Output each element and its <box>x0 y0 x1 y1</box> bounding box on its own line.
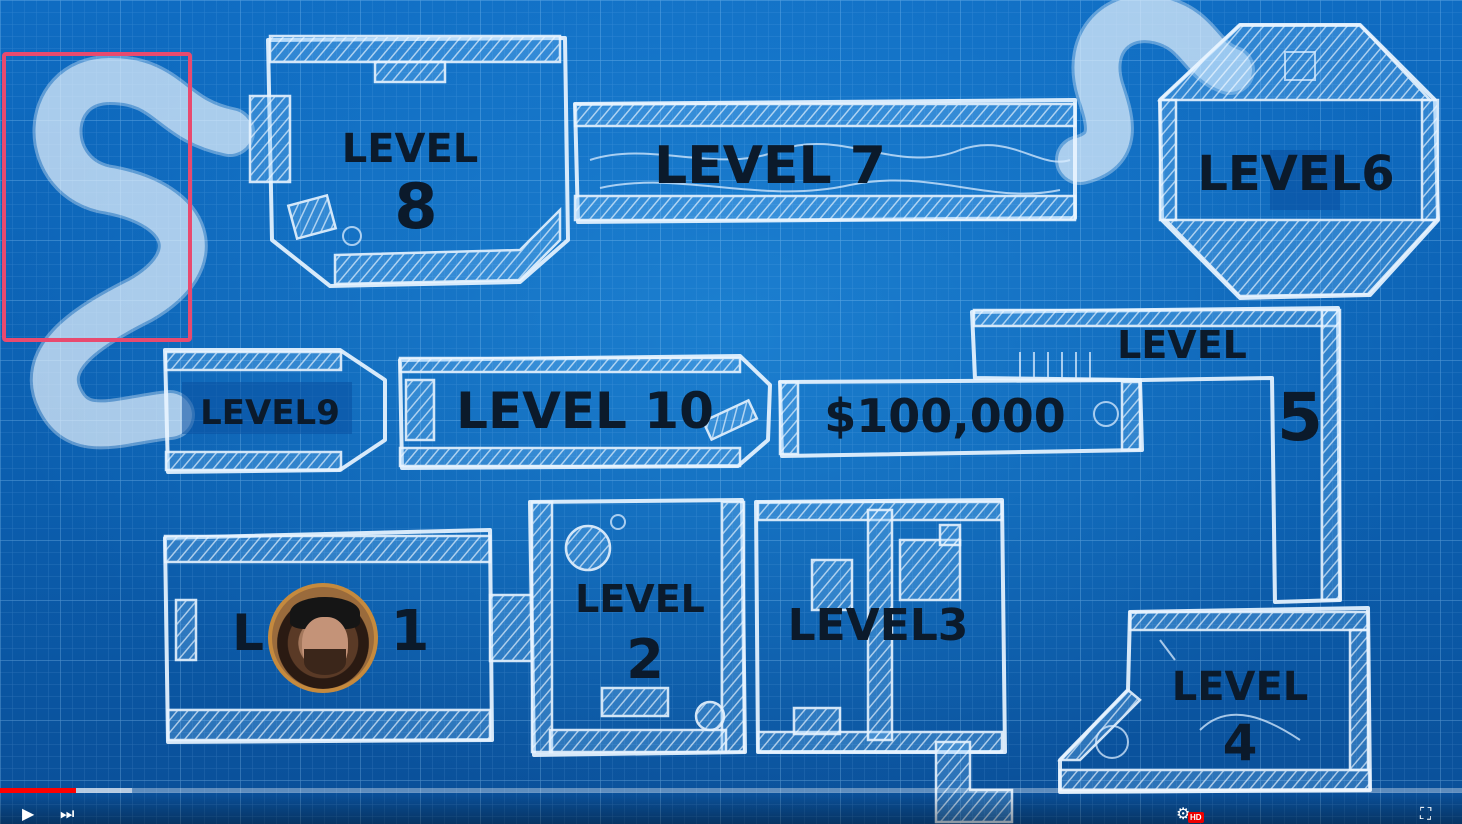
room-prize: $100,000 <box>778 378 1144 458</box>
player-avatar <box>268 583 378 693</box>
video-progress-bar[interactable] <box>0 788 1462 793</box>
level-4-label-top: LEVEL <box>1172 664 1309 710</box>
room-level-10: LEVEL 10 <box>398 354 772 470</box>
level-7-label: LEVEL 7 <box>654 136 886 196</box>
connector-pipe <box>934 740 1014 824</box>
level-3-label: LEVEL3 <box>788 600 969 651</box>
snake-tube-right <box>1058 0 1252 182</box>
snake-tube-left <box>32 57 252 447</box>
level-5-label-number: 5 <box>1277 379 1323 456</box>
highlight-box <box>2 52 192 342</box>
room-level-6: LEVEL6 <box>1156 23 1440 300</box>
level-2-label-number: 2 <box>626 628 664 691</box>
level-1-label-number: 1 <box>391 599 430 664</box>
next-icon[interactable]: ⏭ <box>60 806 75 823</box>
level-8-label-top: LEVEL <box>342 126 479 172</box>
video-controls: ▶ ⏭ ⚙ ⛶ <box>0 793 1462 824</box>
room-level-1: L 1 <box>163 528 534 744</box>
progress-played <box>0 788 77 793</box>
level-2-label-top: LEVEL <box>575 577 705 621</box>
fullscreen-icon[interactable]: ⛶ <box>1420 806 1432 823</box>
level-1-label-letter: L <box>232 604 264 662</box>
gear-icon[interactable]: ⚙ <box>1176 806 1191 823</box>
level-5-label-top: LEVEL <box>1117 323 1247 367</box>
level-6-label: LEVEL6 <box>1197 146 1394 202</box>
room-level-3: LEVEL3 <box>754 498 1007 754</box>
level-9-label: LEVEL9 <box>200 393 340 433</box>
hd-badge: HD <box>1188 812 1204 823</box>
room-level-7: LEVEL 7 <box>573 98 1077 224</box>
room-level-8: LEVEL 8 <box>248 34 570 288</box>
level-8-label-number: 8 <box>394 170 437 243</box>
room-level-4: LEVEL 4 <box>1057 606 1372 794</box>
play-icon[interactable]: ▶ <box>22 806 35 823</box>
level-10-label: LEVEL 10 <box>456 382 714 440</box>
prize-label: $100,000 <box>824 389 1066 443</box>
room-level-9: LEVEL9 <box>163 348 387 474</box>
level-4-label-number: 4 <box>1223 714 1258 772</box>
room-level-5: LEVEL 5 <box>970 306 1342 604</box>
room-level-2: LEVEL 2 <box>528 498 747 757</box>
